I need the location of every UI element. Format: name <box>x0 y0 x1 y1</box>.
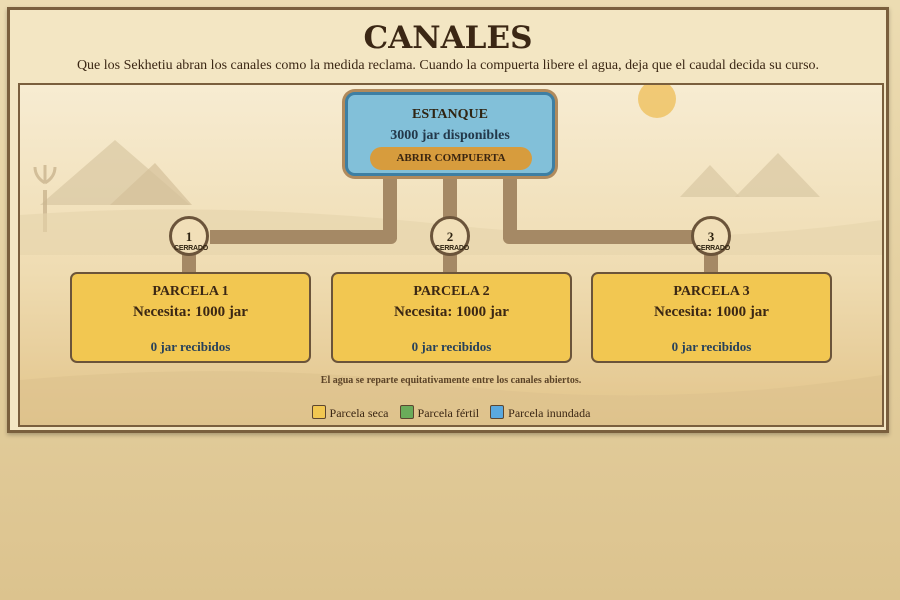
palm-trunk <box>43 190 47 232</box>
gate-1-number: 1 <box>185 229 193 244</box>
plot-3-card: PARCELA 3 Necesita: 1000 jar 0 jar recib… <box>591 272 832 363</box>
canal-plot1-drop <box>182 255 196 275</box>
canal-plot3-drop <box>704 255 718 275</box>
canal-center-vertical <box>443 173 457 219</box>
open-sluice-button[interactable]: ABRIR COMPUERTA <box>370 147 532 170</box>
plot-1-name: PARCELA 1 <box>152 284 229 299</box>
gate-3-state: CERRADO <box>696 245 730 252</box>
legend: Parcela seca Parcela fértil Parcela inun… <box>20 405 882 421</box>
legend-item-dry: Parcela seca <box>311 405 389 421</box>
pyramid-left-small <box>110 163 192 205</box>
gate-1-state: CERRADO <box>174 245 208 252</box>
canal-main-right-vertical <box>503 173 517 239</box>
distribution-note: El agua se reparte equitativamente entre… <box>320 375 582 386</box>
canal-plot2-drop <box>443 255 457 275</box>
legend-label-dry: Parcela seca <box>329 406 389 420</box>
gate-3-number: 3 <box>707 229 715 244</box>
legend-item-fertile: Parcela fértil <box>399 405 480 421</box>
sun-icon <box>638 85 676 118</box>
pond-title: ESTANQUE <box>412 107 488 122</box>
pyramid-right-large <box>735 153 820 197</box>
game-frame: CANALES Que los Sekhetiu abran los canal… <box>7 7 889 433</box>
legend-swatch-dry <box>311 405 326 419</box>
gate-1-toggle[interactable]: 1 CERRADO <box>169 216 209 256</box>
canal-left-horizontal <box>210 230 397 244</box>
legend-label-fertile: Parcela fértil <box>417 406 480 420</box>
gate-2-number: 2 <box>446 229 454 244</box>
plot-2-need: Necesita: 1000 jar <box>394 304 509 320</box>
plot-2-received: 0 jar recibidos <box>411 339 492 354</box>
plot-3-received: 0 jar recibidos <box>671 339 752 354</box>
plot-2-name: PARCELA 2 <box>413 284 490 299</box>
plot-2-card: PARCELA 2 Necesita: 1000 jar 0 jar recib… <box>331 272 572 363</box>
plot-1-card: PARCELA 1 Necesita: 1000 jar 0 jar recib… <box>70 272 311 363</box>
irrigation-scene: ESTANQUE 3000 jar disponibles ABRIR COMP… <box>18 83 884 427</box>
page-title: CANALES <box>363 20 533 56</box>
plot-1-received: 0 jar recibidos <box>150 339 231 354</box>
legend-swatch-flooded <box>490 405 505 419</box>
plot-1-need: Necesita: 1000 jar <box>133 304 248 320</box>
pond-panel: ESTANQUE 3000 jar disponibles ABRIR COMP… <box>345 92 555 176</box>
legend-swatch-fertile <box>399 405 414 419</box>
gate-2-toggle[interactable]: 2 CERRADO <box>430 216 470 256</box>
legend-item-flooded: Parcela inundada <box>490 405 590 421</box>
palm-leaves <box>33 165 57 185</box>
pond-amount: 3000 jar disponibles <box>390 128 510 143</box>
dune-front <box>20 371 882 425</box>
canal-main-left-vertical <box>383 173 397 239</box>
gate-2-state: CERRADO <box>435 245 469 252</box>
plot-3-name: PARCELA 3 <box>673 284 750 299</box>
legend-label-flooded: Parcela inundada <box>508 406 591 420</box>
pyramid-right-small <box>680 165 740 197</box>
page-subtitle: Que los Sekhetiu abran los canales como … <box>76 58 820 73</box>
plot-3-need: Necesita: 1000 jar <box>654 304 769 320</box>
gate-3-toggle[interactable]: 3 CERRADO <box>691 216 731 256</box>
canal-right-horizontal <box>503 230 693 244</box>
